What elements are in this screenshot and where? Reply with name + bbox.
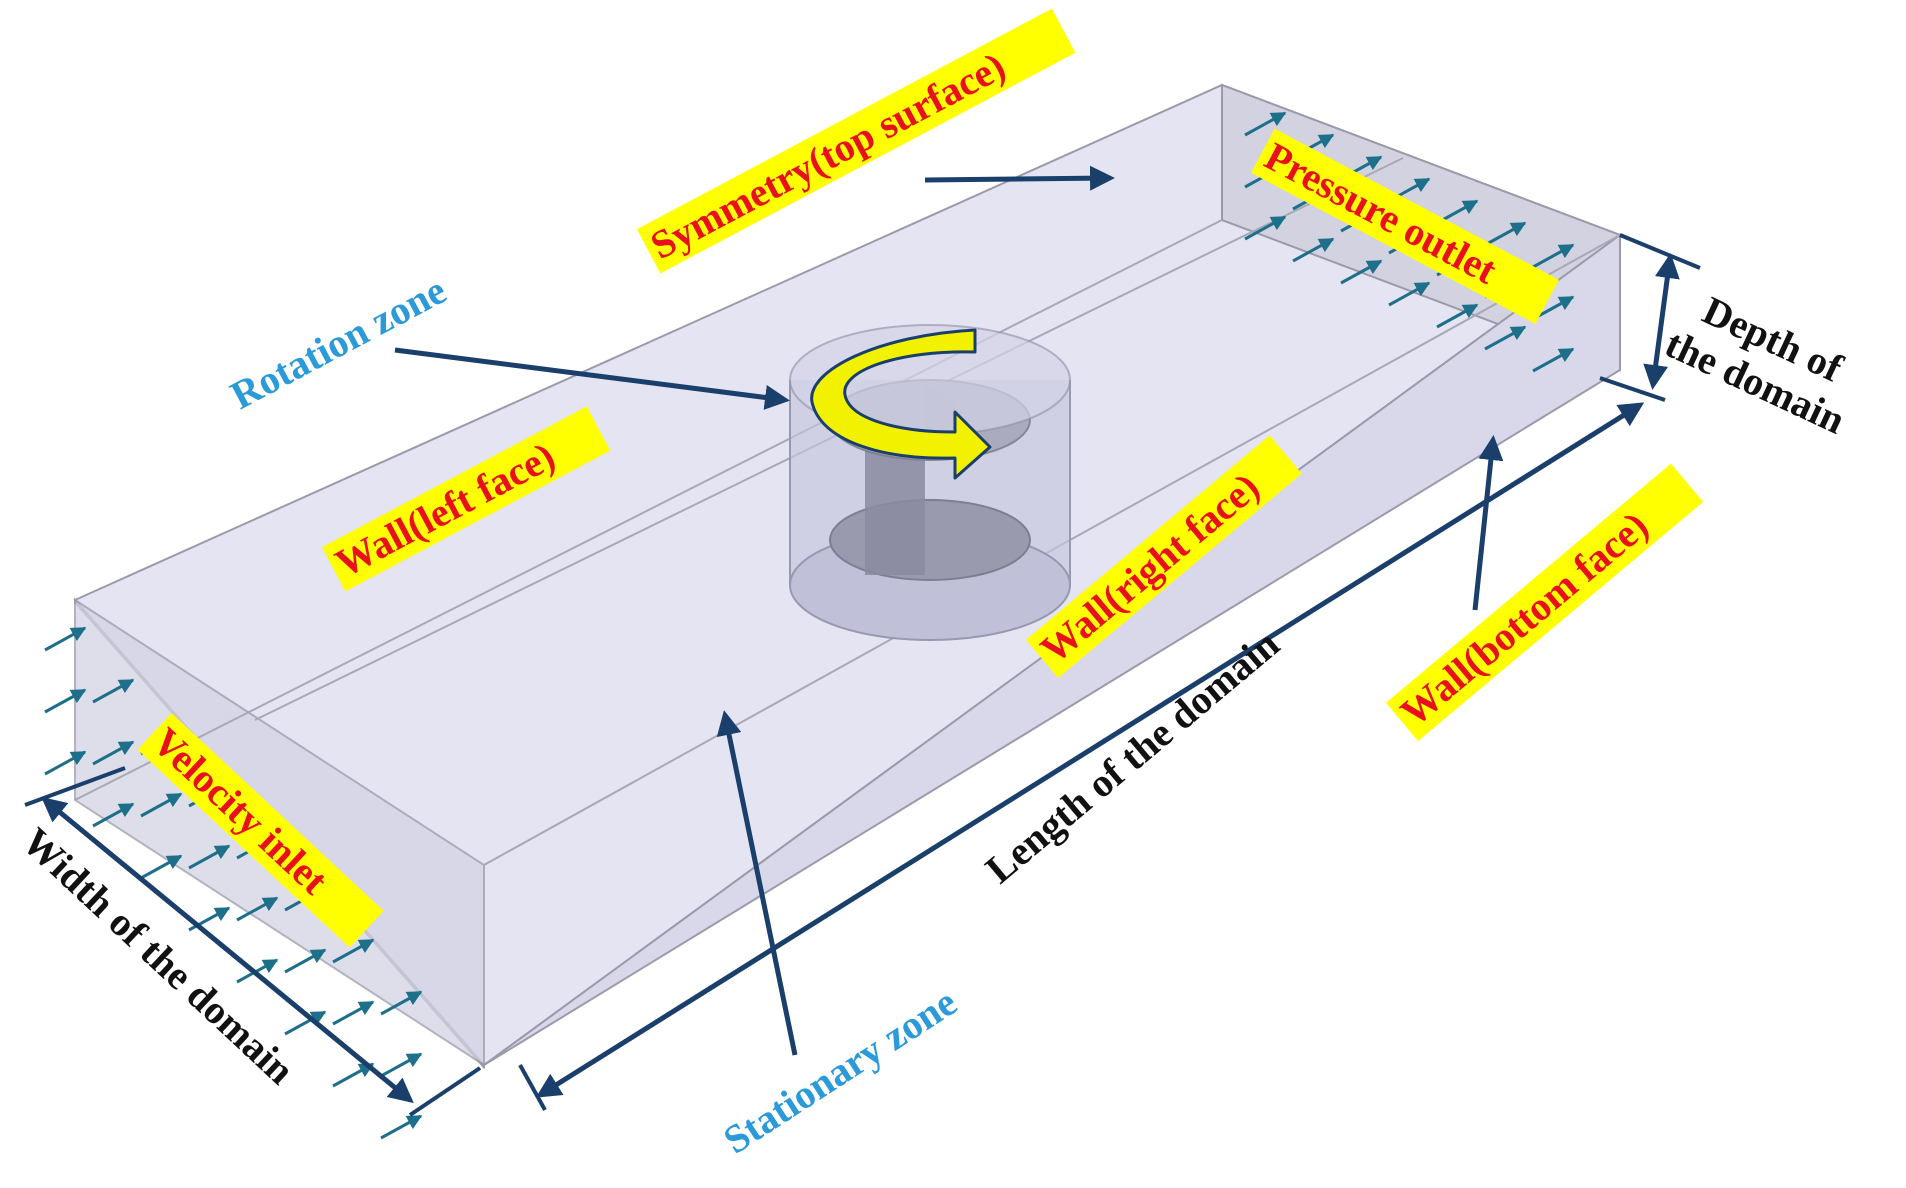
flow-arrow [332,1000,375,1026]
flow-arrow [92,678,135,704]
flow-arrow [1388,281,1431,307]
flow-arrow [92,740,135,766]
rotor-disk-lower [829,499,1031,581]
flow-arrow [284,948,327,974]
flow-arrow [44,750,87,776]
flow-arrow [1244,215,1287,241]
flow-arrow [1436,303,1479,329]
flow-arrow [380,1114,423,1140]
flow-arrow [44,688,87,714]
bottom-wall-pointer [1472,435,1504,611]
flow-arrow [1244,111,1287,137]
depth-dimension [1643,253,1680,390]
symmetry-pointer [924,165,1115,191]
flow-arrow [1532,347,1575,373]
rotation-cylinder [789,324,1071,641]
dimension-lines [24,233,1701,1117]
stationary-zone-label: Stationary zone [715,979,964,1163]
rotation-zone-label-group: Rotation zone [223,267,453,418]
rotation-pointer [394,347,790,410]
flow-arrow [1532,243,1575,269]
flow-arrow [1340,259,1383,285]
flow-arrow [1292,237,1335,263]
flow-arrow [44,626,87,652]
width-dimension [41,796,414,1104]
rotation-zone-label: Rotation zone [223,267,453,418]
stationary-zone-label-group: Stationary zone [715,979,964,1163]
flow-arrow [140,854,183,880]
flow-arrow [1484,325,1527,351]
flow-arrow [188,906,231,932]
flow-arrow [1484,221,1527,247]
wall-bottom-label-group: Wall(bottom face) [1385,463,1704,742]
depth-label-group: Depth of the domain [1659,287,1852,442]
length-dimension [535,402,1645,1098]
flow-arrow [380,1052,423,1078]
